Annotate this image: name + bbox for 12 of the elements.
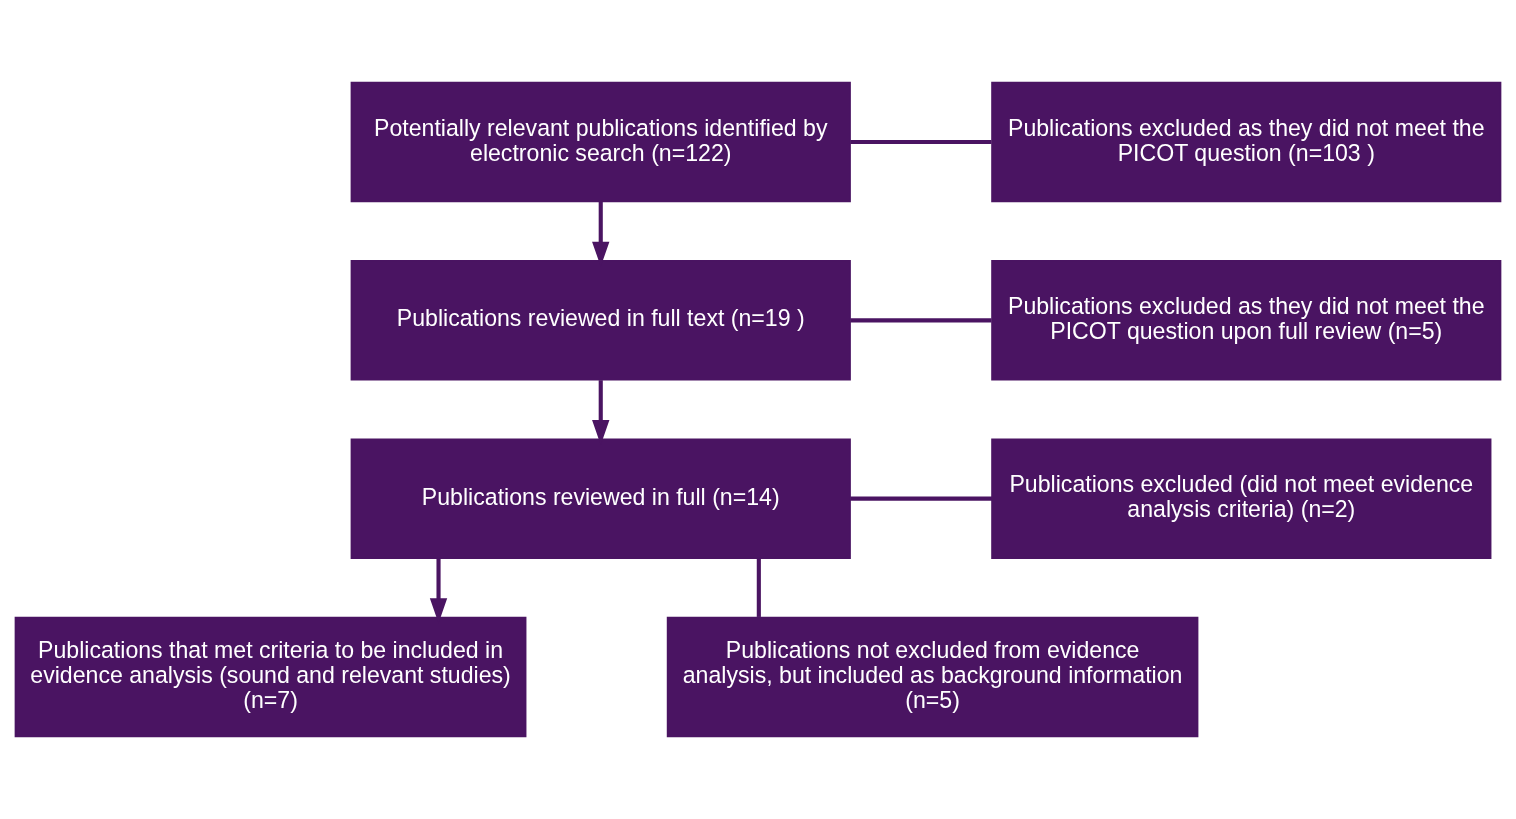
- node-box: Publications excluded (did not meet evidence analysis criteria) (n=2): [991, 438, 1492, 559]
- connector: [850, 496, 992, 501]
- connector: [850, 139, 992, 145]
- node-box: Publications excluded as they did not meet the PICOT question (n=103 ): [991, 81, 1502, 203]
- node-box: Publications not excluded from evidence analysis, but included as background information (n=5): [666, 616, 1199, 738]
- node-box: Publications reviewed in full text (n=19 ): [350, 260, 851, 381]
- node-box: Publications reviewed in full (n=14): [350, 438, 851, 559]
- connector: [756, 558, 761, 617]
- node-box: Publications that met criteria to be included in evidence analysis (sound and relevant studies) (n=7): [14, 616, 527, 738]
- node-box: Publications excluded as they did not meet the PICOT question upon full review (n=5): [991, 260, 1502, 381]
- connector: [850, 318, 992, 323]
- node-box: Potentially relevant publications identified by electronic search (n=122): [350, 81, 851, 203]
